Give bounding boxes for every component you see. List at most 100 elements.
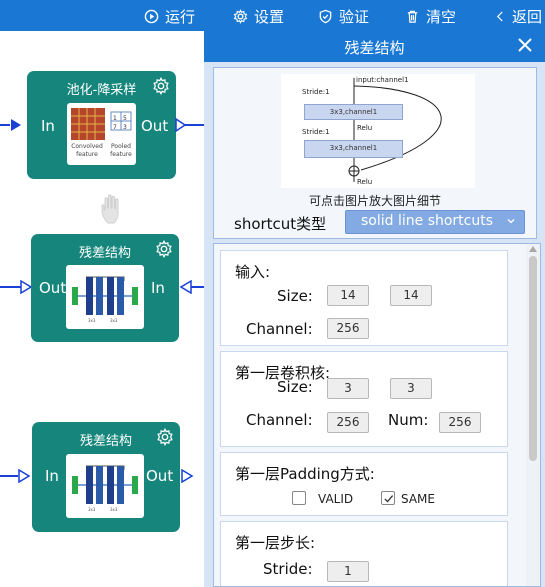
svg-text:1: 1 xyxy=(113,115,117,122)
same-checkbox[interactable] xyxy=(381,491,395,505)
check-icon xyxy=(384,495,394,503)
channel-label: Channel: xyxy=(246,411,313,429)
input-channel-field[interactable]: 256 xyxy=(327,318,369,339)
in-port[interactable]: In xyxy=(41,117,55,135)
diagram-caption: 可点击图片放大图片细节 xyxy=(308,194,441,208)
stride-label: Stride: xyxy=(263,560,313,578)
panel-title: 残差结构 xyxy=(344,39,405,57)
out-port[interactable]: Out xyxy=(146,467,174,485)
output-arrow-icon xyxy=(175,118,187,132)
structure-preview-box: input:channel1 Stride:1 3x3,channel1 Rel… xyxy=(213,67,537,239)
section-title: 第一层Padding方式: xyxy=(235,465,375,483)
back-label: 返回 xyxy=(512,8,543,26)
run-button[interactable]: 运行 xyxy=(144,6,195,27)
kernel-size-w-field[interactable]: 3 xyxy=(390,378,432,399)
wire xyxy=(0,286,31,288)
output-arrow-icon xyxy=(181,469,194,483)
input-arrow-icon xyxy=(11,119,21,131)
kernel-num-field[interactable]: 256 xyxy=(439,412,481,433)
channel-label: Channel: xyxy=(246,320,313,338)
diagram-text: input:channel1 xyxy=(356,76,409,84)
panel-header: 残差结构 xyxy=(204,31,545,62)
run-label: 运行 xyxy=(165,8,196,26)
image-label: Convolved feature xyxy=(71,143,103,158)
svg-text:3x3: 3x3 xyxy=(88,507,96,512)
scrollbar-thumb[interactable] xyxy=(529,256,537,461)
svg-text:5: 5 xyxy=(123,115,127,122)
in-port[interactable]: In xyxy=(45,467,59,485)
play-icon xyxy=(144,9,159,24)
valid-label: VALID xyxy=(318,492,354,506)
out-port[interactable]: Out xyxy=(39,279,67,297)
residual-diagram-image: 3x3 3x3 xyxy=(66,454,144,518)
kernel-channel-field[interactable]: 256 xyxy=(327,412,369,433)
svg-text:3: 3 xyxy=(123,124,127,131)
wire xyxy=(0,475,18,477)
size-label: Size: xyxy=(277,378,313,396)
scrollbar[interactable] xyxy=(526,244,540,586)
out-port[interactable]: Out xyxy=(141,117,169,135)
svg-text:3x3: 3x3 xyxy=(88,318,96,323)
input-section: 输入: Size: 14 14 Channel: 256 xyxy=(220,250,508,346)
in-port[interactable]: In xyxy=(151,279,165,297)
gear-icon[interactable] xyxy=(155,240,173,258)
trash-icon xyxy=(407,10,418,23)
top-toolbar: 运行 设置 验证 清空 返回 xyxy=(0,0,545,31)
node-title: 池化-降采样 xyxy=(66,83,137,98)
back-button[interactable]: 返回 xyxy=(494,6,542,27)
hand-cursor-icon xyxy=(101,194,119,224)
validate-button[interactable]: 验证 xyxy=(318,6,369,27)
svg-text:3x3: 3x3 xyxy=(110,318,118,323)
section-title: 第一层步长: xyxy=(235,534,316,552)
section-title: 输入: xyxy=(235,263,271,281)
kernel-section: 第一层卷积核: Size: 3 3 Channel: 256 Num: 256 xyxy=(220,351,508,447)
node-title: 残差结构 xyxy=(79,434,132,449)
wire xyxy=(190,286,204,288)
input-size-w-field[interactable]: 14 xyxy=(390,285,432,306)
kernel-size-h-field[interactable]: 3 xyxy=(327,378,369,399)
wire xyxy=(185,124,204,126)
parameters-scroll-area[interactable]: 输入: Size: 14 14 Channel: 256 第一层卷积核: Siz… xyxy=(213,243,541,587)
size-label: Size: xyxy=(277,287,313,305)
padding-section: 第一层Padding方式: VALID SAME xyxy=(220,452,508,516)
close-icon[interactable] xyxy=(517,37,533,53)
valid-checkbox[interactable] xyxy=(292,491,306,505)
same-label: SAME xyxy=(401,492,435,506)
settings-button[interactable]: 设置 xyxy=(233,6,284,27)
validate-label: 验证 xyxy=(339,8,370,26)
stride-field[interactable]: 1 xyxy=(327,561,369,582)
gear-icon[interactable] xyxy=(152,77,170,95)
shortcut-type-value: solid line shortcuts xyxy=(361,213,494,229)
diagram-conv-box: 3x3,channel1 xyxy=(304,104,403,120)
residual-node[interactable]: 残差结构 In Out 3x3 3x3 xyxy=(32,422,180,532)
shield-check-icon xyxy=(319,9,332,24)
diagram-text: Relu xyxy=(357,178,373,186)
properties-panel: 残差结构 input:channel1 Stride:1 3x3,channel… xyxy=(204,31,545,587)
node-title: 残差结构 xyxy=(78,246,131,261)
output-arrow-icon xyxy=(20,280,33,294)
diagram-text: Relu xyxy=(357,124,373,132)
chevron-down-icon xyxy=(507,219,515,224)
input-size-h-field[interactable]: 14 xyxy=(327,285,369,306)
diagram-text: Stride:1 xyxy=(302,128,330,136)
shortcut-type-select[interactable]: solid line shortcuts xyxy=(345,210,525,234)
shortcut-type-label: shortcut类型 xyxy=(234,215,327,233)
residual-node[interactable]: 残差结构 Out In 3x3 3x3 xyxy=(31,234,179,342)
gear-icon[interactable] xyxy=(156,428,174,446)
chevron-left-icon xyxy=(496,11,503,22)
image-label: Pooled feature xyxy=(110,143,132,158)
stride-section: 第一层步长: Stride: 1 xyxy=(220,521,508,586)
diagram-conv-box: 3x3,channel1 xyxy=(304,140,403,158)
scroll-up-icon[interactable] xyxy=(529,246,537,252)
wire xyxy=(0,124,10,126)
svg-text:7: 7 xyxy=(113,124,117,131)
clear-button[interactable]: 清空 xyxy=(405,6,456,27)
settings-label: 设置 xyxy=(254,8,285,26)
residual-structure-diagram[interactable]: input:channel1 Stride:1 3x3,channel1 Rel… xyxy=(281,74,475,188)
svg-text:3x3: 3x3 xyxy=(110,507,118,512)
input-arrow-icon xyxy=(18,469,31,483)
residual-diagram-image: 3x3 3x3 xyxy=(66,265,144,329)
